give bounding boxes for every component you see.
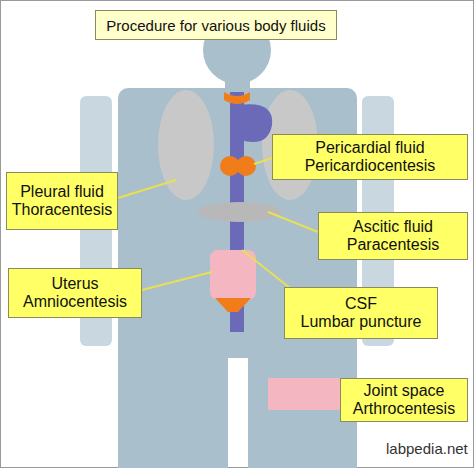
heart-right	[236, 156, 256, 176]
procedure-name: Arthrocentesis	[353, 400, 455, 418]
fluid-name: Ascitic fluid	[353, 218, 433, 236]
callout-box: UterusAmniocentesis	[8, 268, 142, 318]
title-box: Procedure for various body fluids	[95, 10, 337, 40]
callout-box: Pericardial fluidPericardiocentesis	[272, 134, 468, 180]
procedure-name: Thoracentesis	[12, 201, 113, 219]
procedure-name: Paracentesis	[347, 236, 440, 254]
callout-box: Ascitic fluidParacentesis	[318, 212, 468, 260]
procedure-name: Amniocentesis	[23, 293, 127, 311]
cervix	[215, 298, 251, 312]
fluid-name: Uterus	[51, 275, 98, 293]
leader-line	[268, 212, 318, 232]
left-leg	[118, 340, 228, 468]
thyroid	[224, 92, 250, 104]
fluid-name: CSF	[345, 295, 377, 313]
leader-line	[118, 180, 176, 198]
knee-joint	[268, 378, 340, 410]
fluid-name: Joint space	[364, 382, 445, 400]
watermark: labpedia.net	[386, 440, 468, 457]
stomach	[238, 104, 272, 142]
fluid-name: Pleural fluid	[20, 183, 104, 201]
callout-box: Pleural fluidThoracentesis	[6, 172, 118, 230]
leader-line	[142, 272, 212, 290]
leader-line	[254, 158, 272, 164]
callout-box: Joint spaceArthrocentesis	[340, 378, 468, 422]
procedure-name: Lumbar puncture	[301, 313, 422, 331]
uterus	[210, 250, 256, 300]
procedure-name: Pericardiocentesis	[305, 157, 436, 175]
fluid-name: Pericardial fluid	[315, 139, 424, 157]
callout-box: CSFLumbar puncture	[284, 287, 438, 339]
leader-line	[242, 250, 290, 288]
